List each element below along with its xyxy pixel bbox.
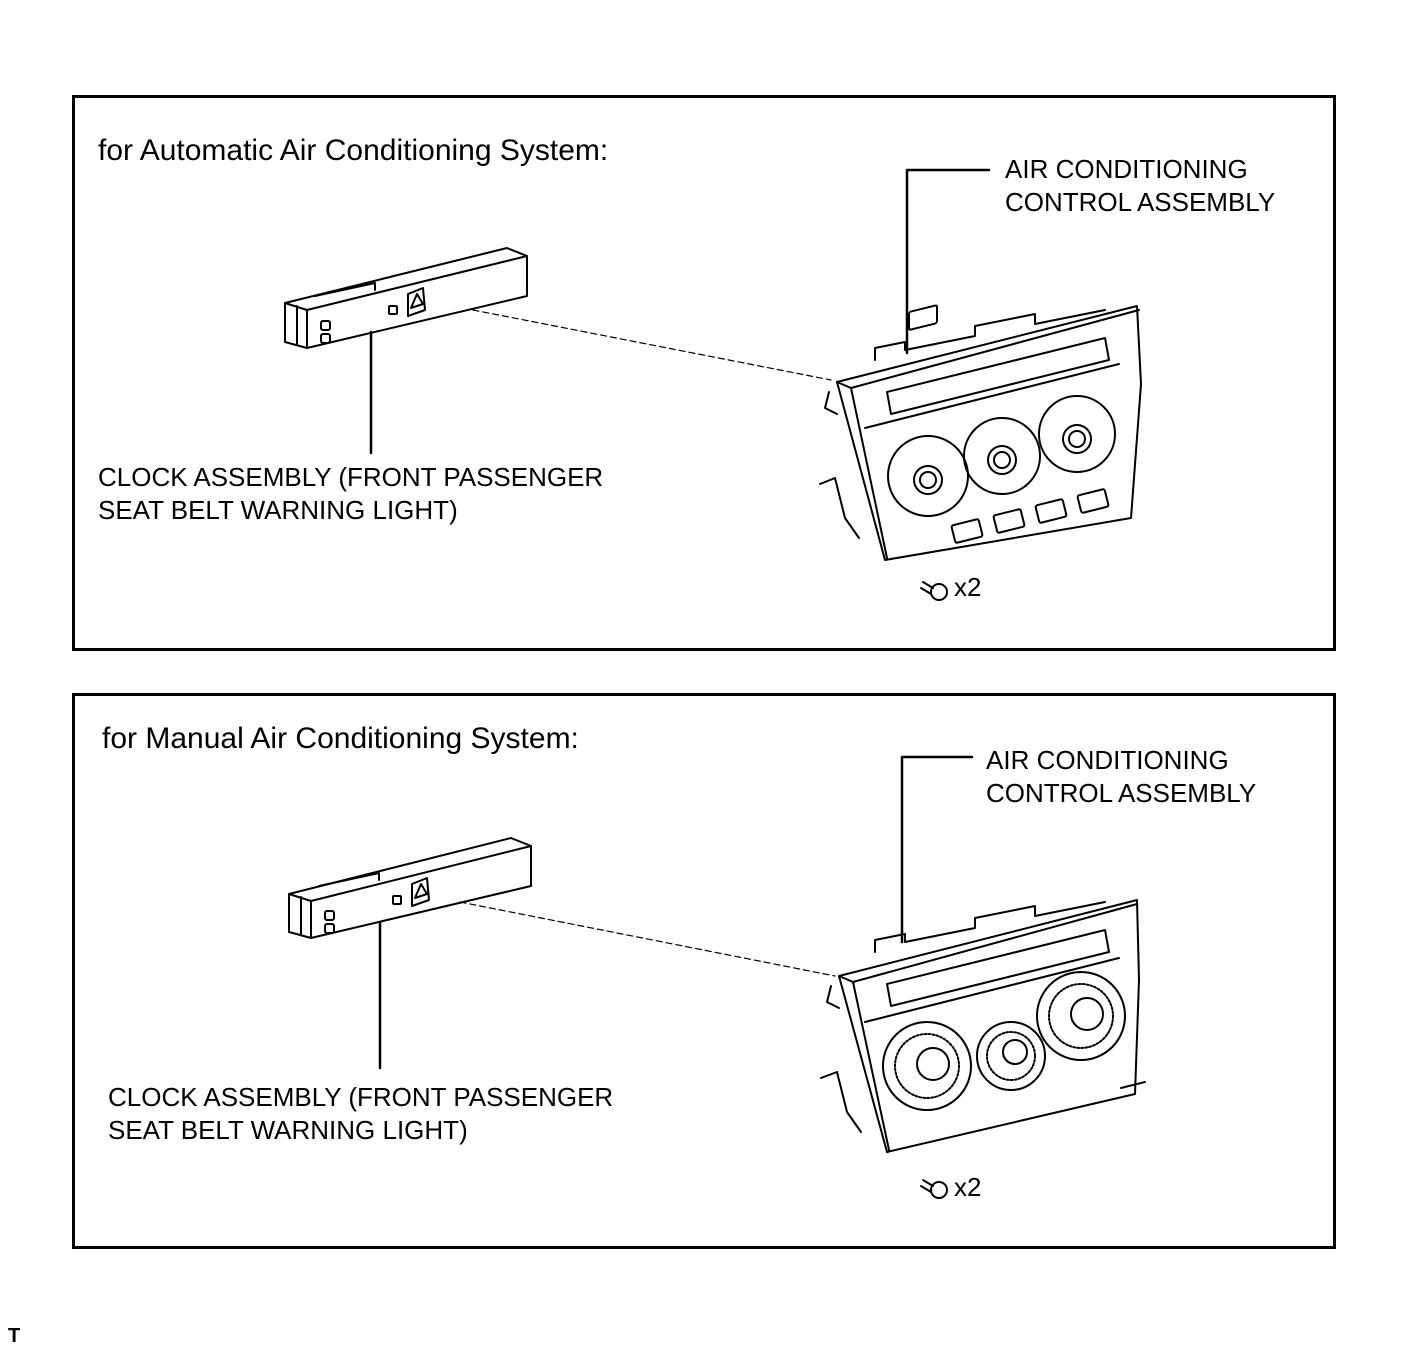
automatic-ac-illustration bbox=[284, 168, 1142, 601]
manual-ac-panel: for Manual Air Conditioning System: AIR … bbox=[72, 693, 1336, 1249]
manual-ac-illustration bbox=[288, 755, 1146, 1199]
alignment-dashed-line bbox=[472, 309, 832, 381]
ac-control-assembly-drawing bbox=[820, 899, 1146, 1153]
figure-tag: T bbox=[8, 1325, 21, 1347]
clock-assembly-drawing bbox=[288, 837, 532, 939]
ac-leader-line bbox=[900, 755, 974, 944]
ac-assembly-label-line1: AIR CONDITIONING bbox=[986, 745, 1229, 775]
ac-assembly-label-line2: CONTROL ASSEMBLY bbox=[986, 778, 1257, 808]
ac-control-assembly-drawing bbox=[819, 304, 1142, 561]
clock-assembly-label-line1: CLOCK ASSEMBLY (FRONT PASSENGER bbox=[108, 1082, 614, 1112]
clock-assembly-label-line2: SEAT BELT WARNING LIGHT) bbox=[108, 1115, 468, 1145]
clock-assembly-label-line1: CLOCK ASSEMBLY (FRONT PASSENGER bbox=[98, 462, 604, 492]
screw-quantity: x2 bbox=[954, 1172, 982, 1202]
screw-quantity: x2 bbox=[954, 572, 982, 602]
screw-icon bbox=[920, 1179, 948, 1199]
ac-leader-line bbox=[905, 168, 991, 355]
clock-assembly-drawing bbox=[284, 247, 528, 349]
alignment-dashed-line bbox=[459, 901, 836, 977]
panel-title: for Automatic Air Conditioning System: bbox=[98, 134, 609, 167]
panel-title: for Manual Air Conditioning System: bbox=[102, 722, 579, 755]
clock-assembly-label-line2: SEAT BELT WARNING LIGHT) bbox=[98, 495, 458, 525]
ac-assembly-label-line2: CONTROL ASSEMBLY bbox=[1005, 187, 1276, 217]
ac-assembly-label-line1: AIR CONDITIONING bbox=[1005, 154, 1248, 184]
automatic-ac-panel: for Automatic Air Conditioning System: A… bbox=[72, 95, 1336, 651]
screw-icon bbox=[920, 581, 948, 601]
